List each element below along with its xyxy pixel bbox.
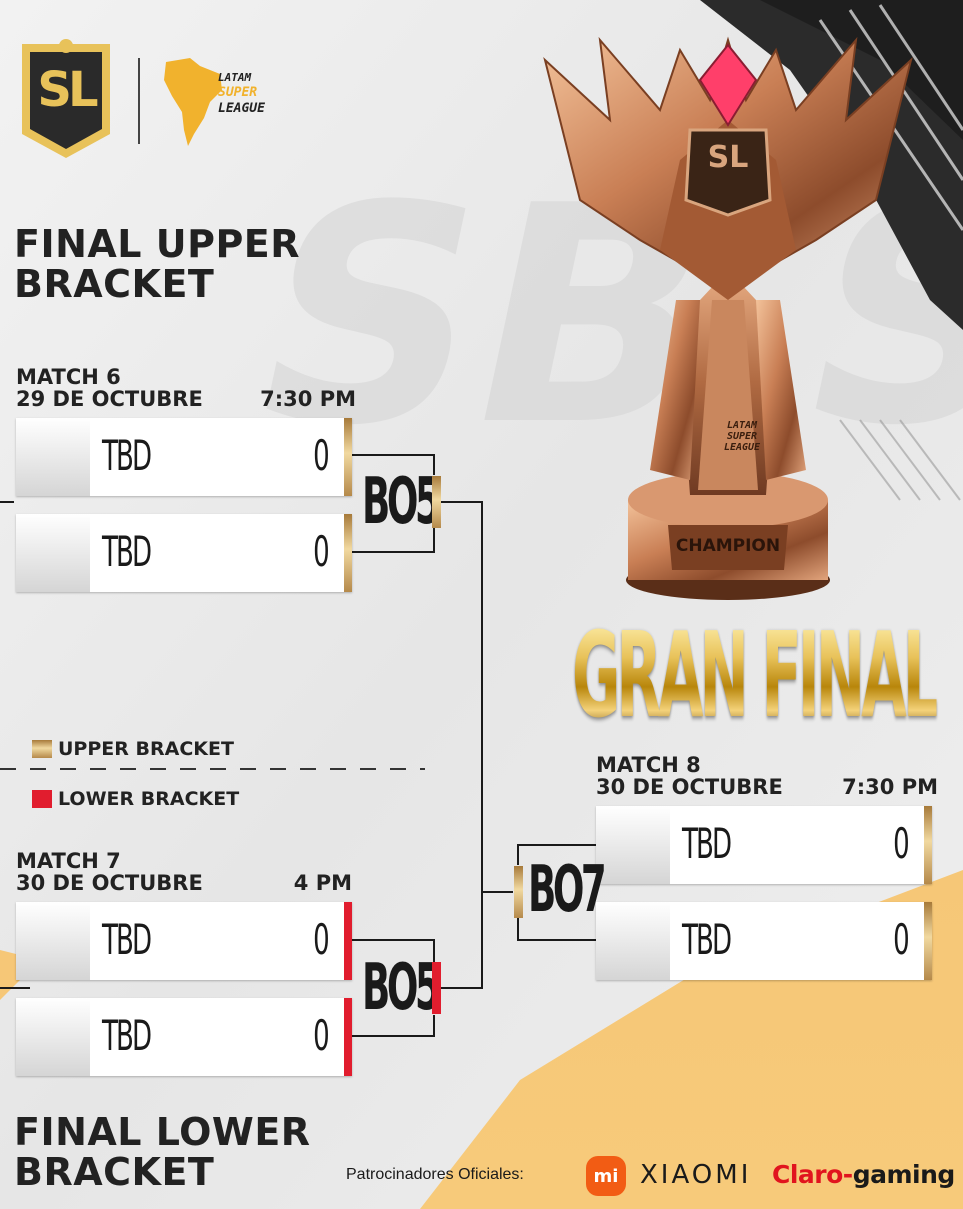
gaming-wordmark: gaming	[852, 1160, 956, 1189]
legend-lower: LOWER BRACKET	[32, 788, 239, 810]
league-logo-line: SUPER	[218, 85, 258, 100]
team-name: TBD	[102, 431, 152, 480]
match-6-team-2[interactable]: TBD 0	[16, 514, 352, 592]
team-name: TBD	[102, 915, 152, 964]
match-date: 30 DE OCTUBRE	[16, 871, 203, 895]
match-label: MATCH 8	[596, 753, 701, 777]
lower-bracket-bar	[344, 998, 352, 1076]
legend-label: LOWER BRACKET	[58, 788, 240, 810]
legend-upper: UPPER BRACKET	[32, 738, 234, 760]
title-line: FINAL LOWER	[14, 1110, 311, 1154]
claro-dash: -	[842, 1160, 853, 1189]
trophy-text-line: SUPER	[726, 431, 758, 442]
team-logo-placeholder	[16, 418, 90, 496]
trophy-champion-plaque: CHAMPION	[675, 536, 781, 556]
match-time: 7:30 PM	[260, 387, 356, 411]
match-8-header: MATCH 8 30 DE OCTUBRE 7:30 PM	[596, 754, 938, 798]
team-name: TBD	[682, 819, 732, 868]
claro-wordmark: Claro	[772, 1160, 843, 1189]
team-logo-placeholder	[596, 902, 670, 980]
team-logo-placeholder	[16, 514, 90, 592]
upper-bracket-bar	[344, 418, 352, 496]
claro-gaming-logo: Claro-gaming	[772, 1160, 955, 1189]
sl-logo-monogram: SL	[37, 62, 98, 118]
lower-final-title: FINAL LOWER BRACKET	[14, 1112, 311, 1192]
league-logo-line: LEAGUE	[218, 101, 265, 116]
team-score: 0	[313, 1011, 330, 1060]
trophy-emblem: SL	[707, 140, 749, 175]
match-8-format: BO7	[528, 853, 607, 927]
match-7-team-2[interactable]: TBD 0	[16, 998, 352, 1076]
xiaomi-logo-icon: mi	[586, 1156, 626, 1196]
trophy	[543, 36, 913, 600]
team-logo-placeholder	[16, 998, 90, 1076]
match-date: 30 DE OCTUBRE	[596, 775, 783, 799]
match-8-team-1[interactable]: TBD 0	[596, 806, 932, 884]
trophy-league-text: LATAM SUPER LEAGUE	[712, 420, 772, 453]
team-score: 0	[893, 915, 910, 964]
team-score: 0	[313, 431, 330, 480]
latam-super-league-logo: LATAM SUPER LEAGUE	[160, 56, 270, 148]
upper-bracket-bar	[432, 476, 441, 528]
match-6-header: MATCH 6 29 DE OCTUBRE 7:30 PM	[16, 366, 356, 410]
match-label: MATCH 7	[16, 849, 121, 873]
xiaomi-wordmark: XIAOMI	[640, 1160, 752, 1190]
title-line: BRACKET	[14, 262, 215, 306]
trophy-text-line: LATAM	[726, 420, 758, 431]
legend-label: UPPER BRACKET	[58, 738, 234, 760]
upper-bracket-bar	[924, 806, 932, 884]
team-score: 0	[893, 819, 910, 868]
upper-bracket-swatch	[32, 740, 52, 758]
league-logo-line: LATAM	[218, 71, 252, 84]
match-date: 29 DE OCTUBRE	[16, 387, 203, 411]
match-label: MATCH 6	[16, 365, 121, 389]
match-7-team-1[interactable]: TBD 0	[16, 902, 352, 980]
south-america-map-icon	[164, 58, 222, 146]
match-6-format: BO5	[362, 465, 441, 539]
team-score: 0	[313, 915, 330, 964]
lower-bracket-bar	[432, 962, 441, 1014]
team-name: TBD	[102, 1011, 152, 1060]
upper-bracket-bar	[924, 902, 932, 980]
lower-bracket-swatch	[32, 790, 52, 808]
team-name: TBD	[102, 527, 152, 576]
match-7-format: BO5	[362, 951, 441, 1025]
lower-bracket-bar	[344, 902, 352, 980]
team-logo-placeholder	[16, 902, 90, 980]
team-name: TBD	[682, 915, 732, 964]
match-8-team-2[interactable]: TBD 0	[596, 902, 932, 980]
match-6-team-1[interactable]: TBD 0	[16, 418, 352, 496]
team-logo-placeholder	[596, 806, 670, 884]
team-score: 0	[313, 527, 330, 576]
upper-bracket-bar	[344, 514, 352, 592]
sponsors-label: Patrocinadores Oficiales:	[346, 1166, 524, 1183]
sl-logo	[22, 39, 110, 158]
match-7-header: MATCH 7 30 DE OCTUBRE 4 PM	[16, 850, 352, 894]
match-time: 7:30 PM	[842, 775, 938, 799]
title-line: BRACKET	[14, 1150, 215, 1194]
upper-final-title: FINAL UPPER BRACKET	[14, 224, 300, 304]
logo-divider	[138, 58, 140, 144]
match-time: 4 PM	[293, 871, 352, 895]
upper-bracket-bar	[514, 866, 523, 918]
title-line: FINAL UPPER	[14, 222, 301, 266]
trophy-text-line: LEAGUE	[723, 442, 761, 453]
gran-final-title: GRAN FINAL	[572, 606, 940, 744]
